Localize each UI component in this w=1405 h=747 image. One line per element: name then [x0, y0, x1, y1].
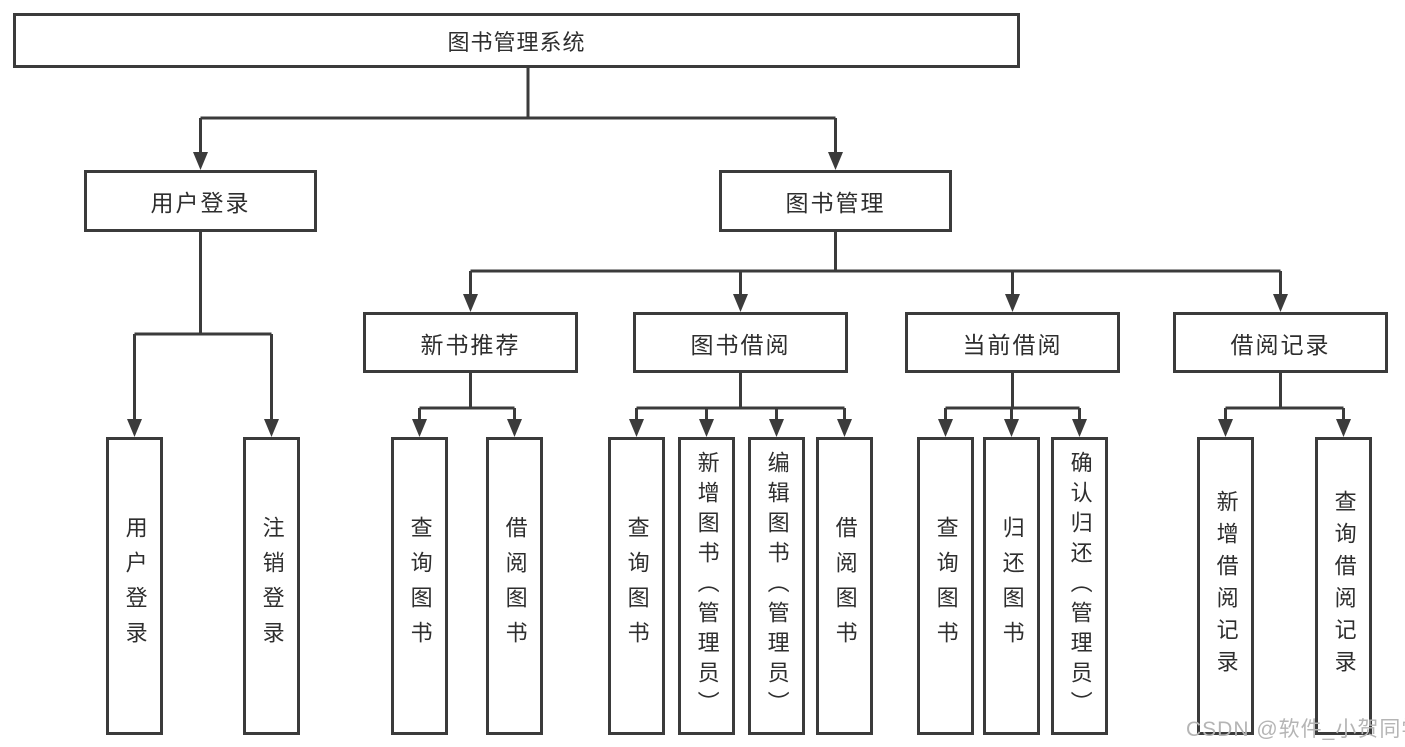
node-label: 图书借阅	[690, 331, 791, 358]
leaf-logout: 注销登录	[243, 437, 300, 735]
connector-current-borrowing-to-leaves	[938, 373, 1087, 437]
leaf-label: 新增借阅记录	[1213, 490, 1239, 682]
leaf-label: 确认归还（管理员）	[1067, 451, 1093, 721]
leaf-label: 借阅图书	[832, 516, 858, 656]
node-label: 当前借阅	[962, 331, 1063, 358]
leaf-add-borrow-record: 新增借阅记录	[1197, 437, 1254, 735]
leaf-query-books-borrowing: 查询图书	[608, 437, 665, 735]
node-new-book-recommendation: 新书推荐	[363, 312, 578, 373]
leaf-label: 查询图书	[407, 516, 433, 656]
connector-book-borrowing-to-leaves	[629, 373, 852, 437]
leaf-user-login: 用户登录	[106, 437, 163, 735]
node-label: 图书管理系统	[447, 29, 586, 55]
node-book-management: 图书管理	[719, 170, 952, 232]
connector-new-book-recommendation-to-leaves	[412, 373, 522, 437]
leaf-borrow-books-borrowing: 借阅图书	[816, 437, 873, 735]
leaf-label: 用户登录	[122, 516, 148, 656]
leaf-label: 查询图书	[624, 516, 650, 656]
leaf-label: 注销登录	[259, 516, 285, 656]
leaf-return-books: 归还图书	[983, 437, 1040, 735]
leaf-label: 查询图书	[933, 516, 959, 656]
node-label: 用户登录	[150, 190, 251, 216]
connector-user-login-to-leaves	[127, 232, 279, 437]
connector-borrowing-records-to-leaves	[1218, 373, 1351, 437]
node-current-borrowing: 当前借阅	[905, 312, 1120, 373]
leaf-label: 编辑图书（管理员）	[764, 451, 790, 721]
leaf-borrow-books-recommend: 借阅图书	[486, 437, 543, 735]
node-user-login: 用户登录	[84, 170, 317, 232]
node-label: 新书推荐	[420, 331, 521, 358]
node-label: 借阅记录	[1230, 331, 1331, 358]
leaf-confirm-return-admin: 确认归还（管理员）	[1051, 437, 1108, 735]
node-book-borrowing: 图书借阅	[633, 312, 848, 373]
watermark-text: CSDN @软件_小贺同学	[1186, 718, 1405, 741]
leaf-label: 归还图书	[999, 516, 1025, 656]
leaf-query-books-recommend: 查询图书	[391, 437, 448, 735]
leaf-edit-books-admin: 编辑图书（管理员）	[748, 437, 805, 735]
connector-book-management-to-level3	[463, 232, 1288, 312]
node-label: 图书管理	[785, 190, 886, 216]
node-borrowing-records: 借阅记录	[1173, 312, 1388, 373]
leaf-label: 新增图书（管理员）	[694, 451, 720, 721]
leaf-query-books-current: 查询图书	[917, 437, 974, 735]
leaf-label: 查询借阅记录	[1331, 490, 1357, 682]
connector-root-to-level2	[193, 68, 843, 170]
leaf-label: 借阅图书	[502, 516, 528, 656]
leaf-add-books-admin: 新增图书（管理员）	[678, 437, 735, 735]
node-library-system: 图书管理系统	[13, 13, 1020, 68]
leaf-query-borrow-record: 查询借阅记录	[1315, 437, 1372, 735]
